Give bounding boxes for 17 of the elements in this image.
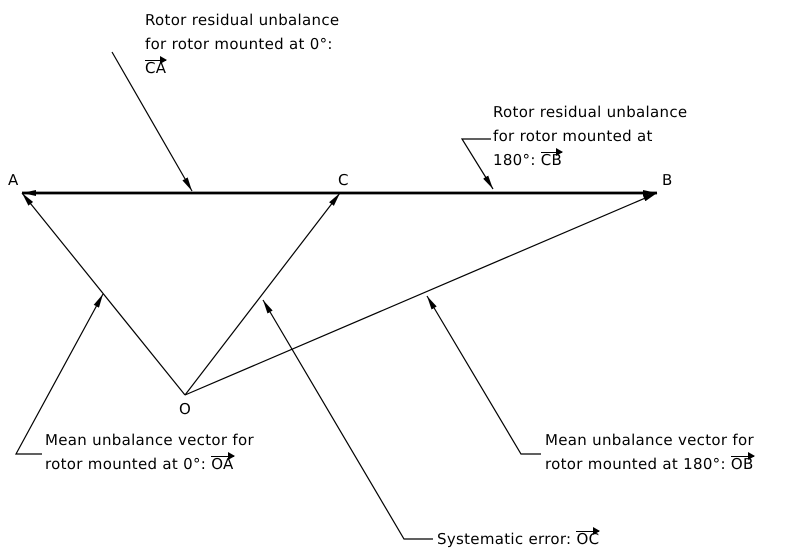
callout-text: Mean unbalance vector for rotor mounted at 0°: OA: [45, 428, 260, 476]
vector-arrow: [22, 192, 186, 396]
leader-line: [111, 52, 193, 192]
leader-line: [15, 294, 104, 455]
leader-line: [262, 300, 433, 540]
leader-line: [460, 138, 494, 190]
vector-arrow: [22, 190, 340, 196]
vector-arrow: [184, 192, 658, 396]
point-label: O: [179, 397, 192, 421]
vector-arrow: [340, 190, 657, 196]
callout-text: Rotor residual unbalance for rotor mounted at 0°: CA: [145, 8, 350, 80]
callout-text: Systematic error: OC: [437, 527, 600, 549]
vector-arrow: [184, 192, 340, 396]
leader-line: [426, 296, 541, 455]
callout-text: Mean unbalance vector for rotor mounted at 180°: OB: [545, 428, 760, 476]
point-label: C: [338, 168, 349, 192]
point-label: A: [8, 168, 19, 192]
